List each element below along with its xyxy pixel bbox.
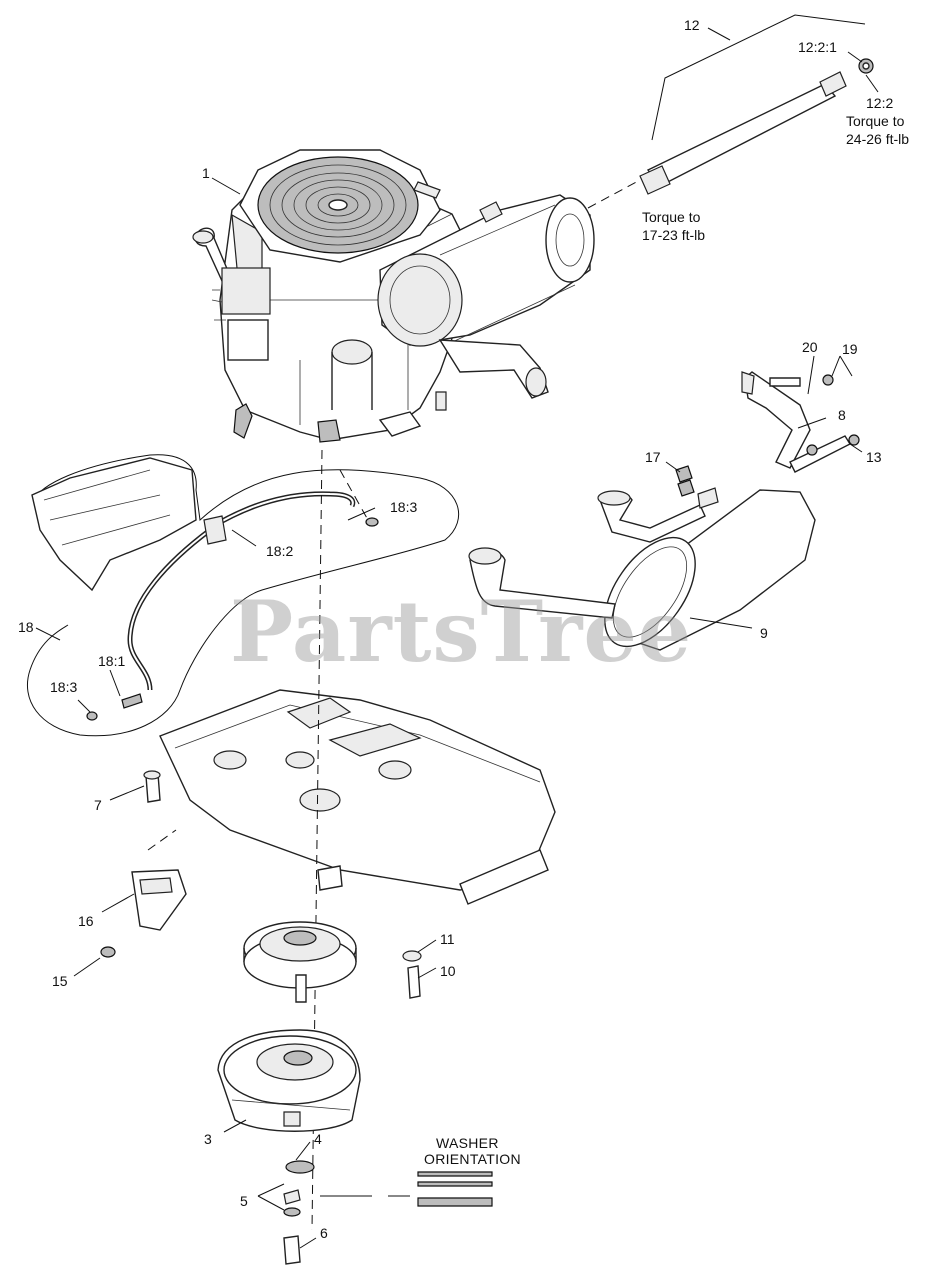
callout-11: 11 xyxy=(440,931,455,947)
callout-10: 10 xyxy=(440,963,456,979)
washer-orientation-inset xyxy=(320,1171,493,1207)
bolt-10 xyxy=(407,965,421,999)
clutch xyxy=(217,1029,361,1132)
flywheel-screen xyxy=(257,156,419,254)
bolt-6 xyxy=(283,1235,301,1265)
axis-16 xyxy=(147,829,177,851)
washer-4 xyxy=(285,1160,315,1174)
callout-15: 15 xyxy=(52,973,68,989)
callout-8: 8 xyxy=(838,407,846,423)
callout-12: 12 xyxy=(684,17,700,33)
washer-5b xyxy=(283,1207,301,1217)
callout-19: 19 xyxy=(842,341,858,357)
callout-4: 4 xyxy=(314,1131,322,1147)
callout-18-1: 18:1 xyxy=(98,653,125,669)
callout-12-2-1: 12:2:1 xyxy=(798,39,837,55)
callout-18-3-bottom: 18:3 xyxy=(50,679,77,695)
callout-17: 17 xyxy=(645,449,661,465)
engine-assembly xyxy=(192,149,595,443)
bolt-7-head xyxy=(143,770,161,780)
engine-deck-plate xyxy=(159,689,556,905)
callout-1: 1 xyxy=(202,165,210,181)
exhaust-pipe-assembly xyxy=(587,14,874,209)
callout-18: 18 xyxy=(18,619,34,635)
callout-3: 3 xyxy=(204,1131,212,1147)
washer-orientation-line1: WASHER xyxy=(436,1135,499,1151)
washer-orientation-line2: ORIENTATION xyxy=(424,1151,521,1167)
torque-note-top-line2: 24-26 ft-lb xyxy=(846,131,909,147)
callout-13: 13 xyxy=(866,449,882,465)
callout-20: 20 xyxy=(802,339,818,355)
callout-18-2: 18:2 xyxy=(266,543,293,559)
callout-9: 9 xyxy=(760,625,768,641)
washer-5 xyxy=(283,1189,301,1205)
leader-lines xyxy=(35,27,879,1249)
torque-note-top-line1: Torque to xyxy=(846,113,905,129)
callout-12-2: 12:2 xyxy=(866,95,893,111)
axis-18-3 xyxy=(339,469,369,521)
callout-6: 6 xyxy=(320,1225,328,1241)
washer-11 xyxy=(402,950,422,962)
air-cleaner xyxy=(377,194,595,347)
callout-7: 7 xyxy=(94,797,102,813)
callout-16: 16 xyxy=(78,913,94,929)
callout-18-3-top: 18:3 xyxy=(390,499,417,515)
torque-note-mid-line2: 17-23 ft-lb xyxy=(642,227,705,243)
fuel-line-assembly xyxy=(26,454,460,737)
muffler-assembly xyxy=(468,371,860,651)
bracket-16 xyxy=(131,869,187,931)
torque-note-mid-line1: Torque to xyxy=(642,209,701,225)
nut-15 xyxy=(100,946,116,958)
callout-5: 5 xyxy=(240,1193,248,1209)
pulley xyxy=(243,921,357,1003)
